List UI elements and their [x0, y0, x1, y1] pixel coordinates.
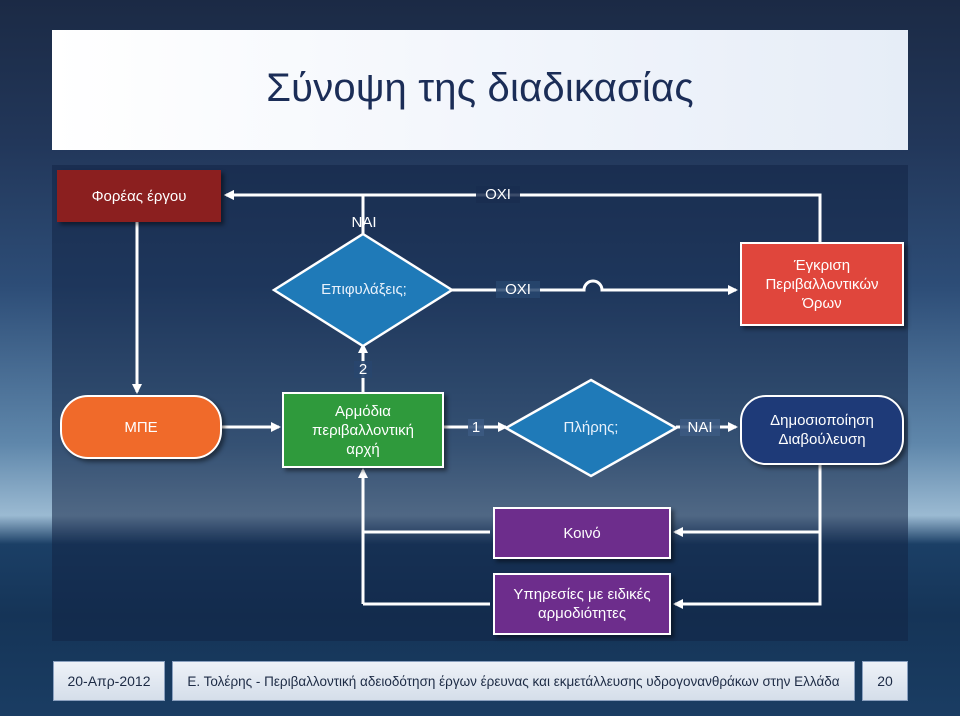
node-koino-label: Κοινό: [563, 524, 601, 542]
footer-date: 20-Απρ-2012: [53, 661, 165, 701]
edge-oxi-top: [224, 190, 822, 242]
edge-dim-ypiresies: [673, 532, 822, 609]
diamond-epifylaxeis: [271, 232, 455, 348]
footer-caption: Ε. Τολέρης - Περιβαλλοντική αδειοδότηση …: [172, 661, 855, 701]
edge-nai-foreas: [224, 190, 365, 234]
edge-label-nai-right: ΝΑΙ: [680, 419, 720, 436]
edge-label-nai-top: ΝΑΙ: [351, 214, 377, 231]
footer-page-text: 20: [877, 673, 893, 689]
diamond-plires: [503, 378, 679, 478]
node-armodia-label: Αρμόδια περιβαλλοντική αρχή: [312, 402, 414, 458]
node-ypiresies: Υπηρεσίες με ειδικές αρμοδιότητες: [493, 573, 671, 635]
edge-dim-koino: [673, 465, 822, 537]
edge-label-two: 2: [354, 361, 372, 378]
node-egkrisi-label: Έγκριση Περιβαλλοντικών Όρων: [765, 256, 879, 312]
node-ypiresies-label: Υπηρεσίες με ειδικές αρμοδιότητες: [513, 586, 651, 622]
edge-label-oxi-top: ΟΧΙ: [476, 186, 520, 203]
node-foreas: Φορέας έργου: [57, 170, 221, 222]
footer-page-number: 20: [862, 661, 908, 701]
footer-caption-text: Ε. Τολέρης - Περιβαλλοντική αδειοδότηση …: [187, 673, 840, 689]
node-epifylaxeis-label: Επιφυλάξεις;: [321, 281, 407, 298]
node-foreas-label: Φορέας έργου: [91, 187, 187, 205]
slide-title: Σύνοψη της διαδικασίας: [266, 66, 694, 110]
node-egkrisi: Έγκριση Περιβαλλοντικών Όρων: [740, 242, 904, 326]
node-plires-label: Πλήρης;: [563, 419, 619, 436]
title-panel: [52, 30, 908, 150]
node-dimosiopoiisi-label: Δημοσιοποίηση Διαβούλευση: [770, 412, 874, 448]
edge-feedback: [358, 468, 490, 534]
footer-date-text: 20-Απρ-2012: [67, 673, 151, 689]
edge-label-oxi-mid: ΟΧΙ: [496, 281, 540, 298]
edge-oxi-egkrisi: [452, 279, 738, 295]
node-koino: Κοινό: [493, 507, 671, 559]
node-armodia: Αρμόδια περιβαλλοντική αρχή: [282, 392, 444, 468]
edge-label-one: 1: [468, 419, 484, 436]
node-mpe: ΜΠΕ: [60, 395, 222, 459]
node-mpe-label: ΜΠΕ: [124, 418, 158, 436]
node-dimosiopoiisi: Δημοσιοποίηση Διαβούλευση: [740, 395, 904, 465]
